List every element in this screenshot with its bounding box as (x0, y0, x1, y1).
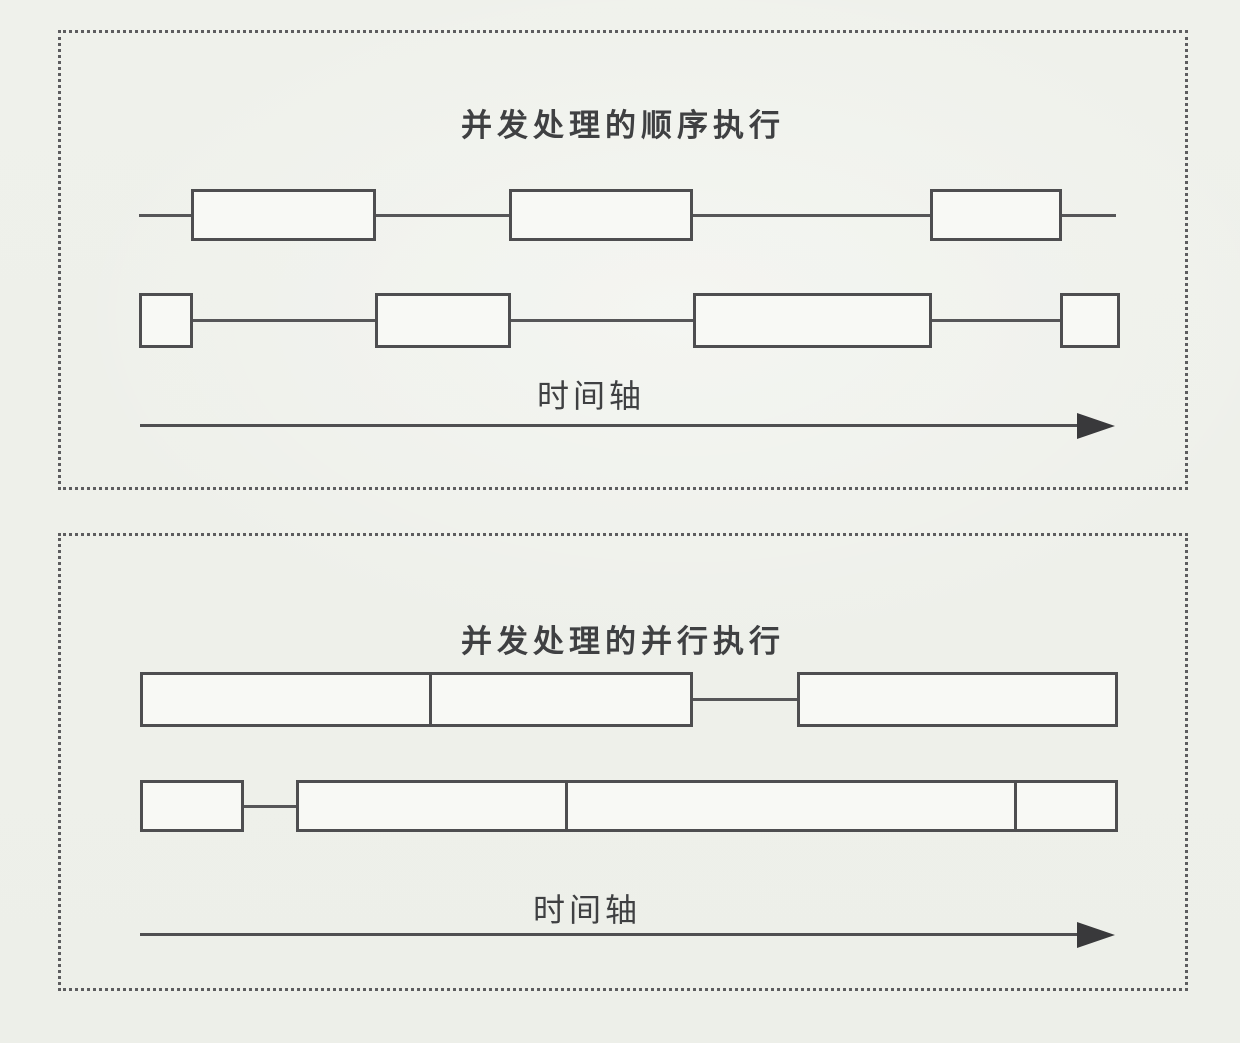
timeline-connector (193, 319, 375, 322)
execution-block (797, 671, 1118, 727)
timeline-connector (511, 319, 693, 322)
arrow-head-icon (1077, 413, 1115, 439)
time-axis-label: 时间轴 (536, 378, 645, 414)
panel-title-sequential: 并发处理的顺序执行 (461, 107, 785, 143)
arrow-shaft (140, 424, 1083, 427)
time-axis-label: 时间轴 (532, 892, 641, 928)
time-axis-arrow (140, 922, 1115, 948)
timeline-connector (376, 214, 509, 217)
execution-block (140, 780, 244, 832)
execution-block-group (140, 671, 693, 727)
block-divider (1014, 783, 1017, 829)
execution-block (509, 189, 693, 241)
execution-block (375, 292, 511, 348)
execution-block (191, 189, 376, 241)
timeline-connector (693, 698, 797, 701)
panel-sequential-execution: 并发处理的顺序执行 时间轴 (58, 30, 1188, 490)
timeline-connector (1062, 214, 1116, 217)
timeline-rows (61, 33, 1185, 487)
execution-block (139, 292, 193, 348)
time-axis-arrow (140, 413, 1115, 439)
panel-title-parallel: 并发处理的并行执行 (461, 623, 785, 659)
arrow-head-icon (1077, 922, 1115, 948)
panel-parallel-execution: 并发处理的并行执行 时间轴 (58, 533, 1188, 991)
timeline-connector (932, 319, 1060, 322)
timeline-connector (139, 214, 191, 217)
time-axis: 时间轴 (61, 536, 1185, 988)
execution-block (1060, 292, 1120, 348)
timeline-rows (61, 536, 1185, 988)
block-divider (565, 783, 568, 829)
arrow-shaft (140, 933, 1083, 936)
block-divider (429, 674, 432, 724)
timeline-connector (244, 805, 296, 808)
execution-block (930, 189, 1062, 241)
time-axis: 时间轴 (61, 33, 1185, 487)
timeline-connector (693, 214, 930, 217)
execution-block-group (296, 780, 1118, 832)
execution-block (693, 292, 932, 348)
